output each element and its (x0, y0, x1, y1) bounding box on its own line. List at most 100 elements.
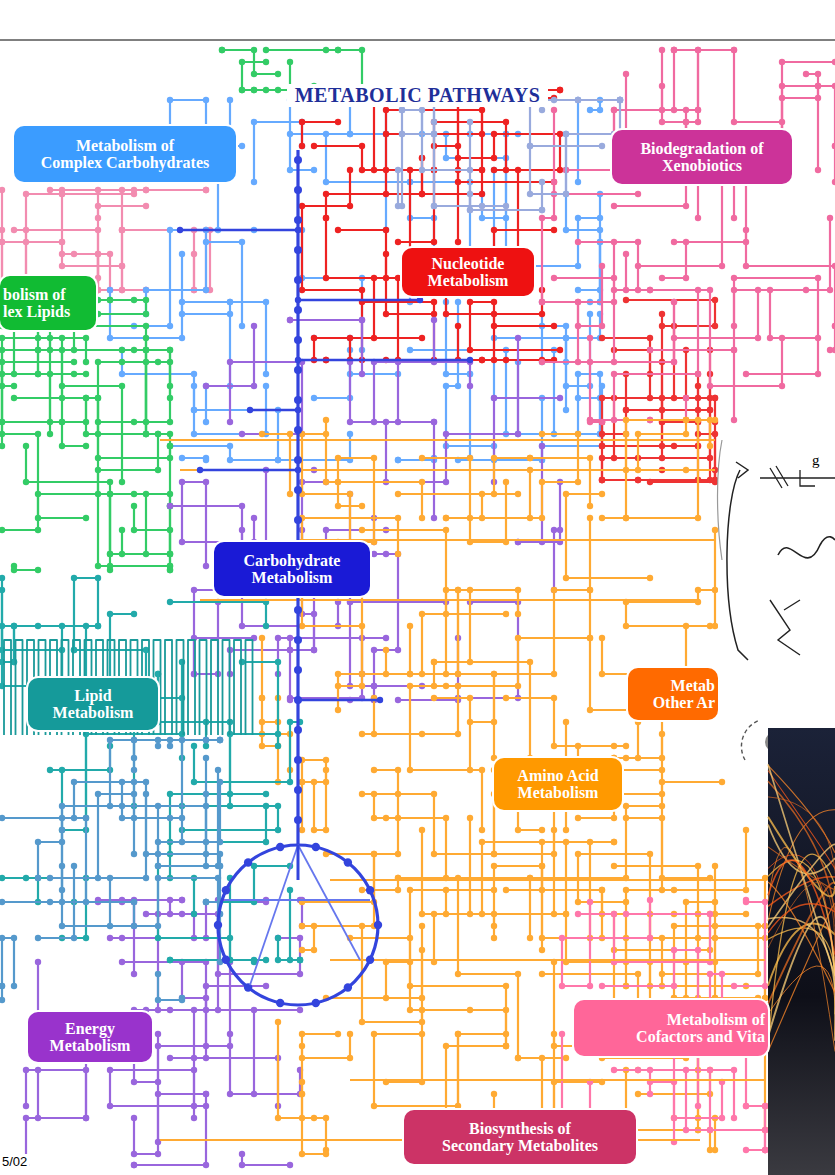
compound-dot (143, 187, 149, 193)
compound-dot (383, 635, 389, 641)
compound-dot (599, 477, 605, 483)
compound-dot (551, 107, 557, 113)
compound-dot (762, 1127, 768, 1133)
compound-dot (287, 167, 293, 173)
compound-dot (155, 851, 161, 857)
compound-dot (467, 587, 473, 593)
compound-dot (203, 899, 209, 905)
compound-dot (755, 335, 761, 341)
compound-dot (383, 311, 389, 317)
compound-dot (527, 455, 533, 461)
compound-dot (383, 131, 389, 137)
compound-dot (707, 287, 713, 293)
compound-dot (443, 383, 449, 389)
compound-dot (599, 395, 605, 401)
pathway-line (578, 302, 674, 362)
compound-dot (131, 767, 137, 773)
compound-dot (0, 997, 5, 1003)
compound-dot (539, 947, 545, 953)
compound-dot (155, 431, 161, 437)
compound-dot (203, 287, 209, 293)
compound-dot (539, 515, 545, 521)
compound-dot (131, 737, 137, 743)
compound-dot (155, 935, 161, 941)
compound-dot (712, 323, 718, 329)
compound-dot (683, 275, 689, 281)
compound-dot (832, 59, 835, 65)
compound-dot (299, 623, 305, 629)
compound-dot (131, 899, 137, 905)
compound-dot (557, 131, 563, 137)
compound-dot (617, 97, 623, 103)
pathway-line (326, 158, 422, 218)
compound-dot (263, 623, 269, 629)
compound-dot (635, 191, 641, 197)
compound-dot (359, 167, 365, 173)
compound-dot (23, 227, 29, 233)
compound-dot (323, 1115, 329, 1121)
compound-dot (107, 551, 113, 557)
compound-dot (239, 59, 245, 65)
compound-dot (671, 443, 677, 449)
pathway-line (26, 878, 86, 938)
compound-dot (395, 515, 401, 521)
pathway-line (134, 350, 170, 398)
compound-dot (359, 1019, 365, 1025)
compound-dot (131, 851, 137, 857)
compound-dot (611, 839, 617, 845)
compound-dot (335, 707, 341, 713)
compound-dot (35, 371, 41, 377)
compound-dot (383, 227, 389, 233)
compound-dot (167, 419, 173, 425)
compound-dot (311, 167, 317, 173)
compound-dot (557, 87, 563, 93)
compound-dot (707, 417, 713, 423)
pathway-line (614, 914, 746, 950)
compound-dot (647, 575, 653, 581)
pathway-line (98, 362, 170, 458)
compound-dot (443, 371, 449, 377)
compound-dot (455, 1031, 461, 1037)
compound-dot (287, 779, 293, 785)
pathway-line (326, 134, 434, 254)
compound-dot (491, 323, 497, 329)
compound-dot (707, 383, 713, 389)
compound-dot (563, 131, 569, 137)
compound-dot (11, 227, 17, 233)
compound-dot (35, 875, 41, 881)
compound-dot (297, 971, 303, 977)
compound-dot (443, 587, 449, 593)
compound-dot (491, 299, 497, 305)
pathway-line (470, 302, 560, 350)
pathway-line (338, 674, 410, 710)
compound-dot (503, 203, 509, 209)
compound-dot (597, 227, 603, 233)
compound-dot (131, 971, 137, 977)
compound-dot (107, 287, 113, 293)
compound-dot (359, 47, 365, 53)
compound-dot (419, 455, 425, 461)
compound-dot (563, 911, 569, 917)
compound-dot (539, 299, 545, 305)
compound-dot (347, 131, 353, 137)
compound-dot (491, 923, 497, 929)
compound-dot (695, 515, 701, 521)
compound-dot (395, 167, 401, 173)
compound-dot (143, 323, 149, 329)
compound-dot (95, 455, 101, 461)
compound-dot (779, 59, 785, 65)
pathway-line (590, 398, 686, 420)
compound-dot (395, 767, 401, 773)
compound-dot (659, 803, 665, 809)
compound-dot (191, 1115, 197, 1121)
compound-dot (671, 359, 677, 365)
compound-dot (395, 457, 401, 463)
compound-dot (623, 755, 629, 761)
pathway-line (50, 782, 170, 878)
compound-dot (539, 299, 545, 305)
pathway-line (662, 362, 698, 422)
compound-dot (217, 737, 223, 743)
compound-dot (203, 383, 209, 389)
compound-dot (683, 431, 689, 437)
compound-dot (143, 491, 149, 497)
